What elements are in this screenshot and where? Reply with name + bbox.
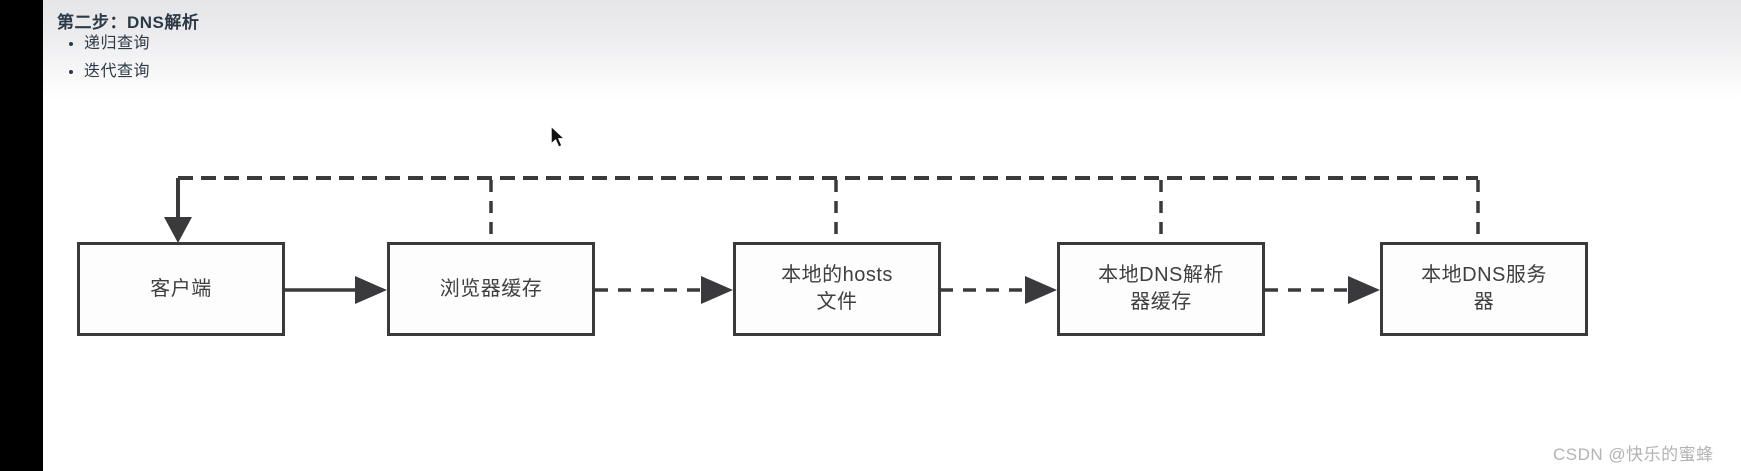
flow-box-local-hosts-file: 本地的hosts 文件 bbox=[733, 242, 941, 336]
flow-box-label: 文件 bbox=[816, 291, 858, 313]
list-item: 迭代查询 bbox=[84, 58, 150, 86]
arrowhead-icon bbox=[1025, 276, 1057, 304]
flow-box-browser-cache: 浏览器缓存 bbox=[387, 242, 595, 336]
flow-box-label: 本地DNS解析 bbox=[1098, 264, 1224, 286]
flow-box-label: 器 bbox=[1473, 291, 1495, 313]
return-arrowhead-icon bbox=[164, 217, 192, 243]
query-type-list: 递归查询 迭代查询 bbox=[66, 30, 150, 86]
flow-box-local-dns-server: 本地DNS服务 器 bbox=[1380, 242, 1588, 336]
arrowhead-icon bbox=[1348, 276, 1380, 304]
flow-box-label: 浏览器缓存 bbox=[439, 277, 543, 300]
csdn-watermark: CSDN @快乐的蜜蜂 bbox=[1553, 445, 1714, 464]
left-black-bar bbox=[0, 0, 43, 471]
flow-box-label: 客户端 bbox=[150, 277, 212, 300]
list-item: 递归查询 bbox=[84, 30, 150, 58]
page-title: 第二步：DNS解析 bbox=[57, 13, 200, 32]
flow-box-dns-resolver-cache: 本地DNS解析 器缓存 bbox=[1057, 242, 1265, 336]
flow-box-label: 器缓存 bbox=[1130, 291, 1192, 313]
flow-box-label: 本地DNS服务 bbox=[1421, 264, 1547, 286]
flow-box-client: 客户端 bbox=[77, 242, 285, 336]
mouse-cursor-icon bbox=[550, 124, 567, 149]
arrowhead-icon bbox=[701, 276, 733, 304]
arrowhead-icon bbox=[355, 276, 387, 304]
flow-box-label: 本地的hosts bbox=[781, 264, 893, 286]
